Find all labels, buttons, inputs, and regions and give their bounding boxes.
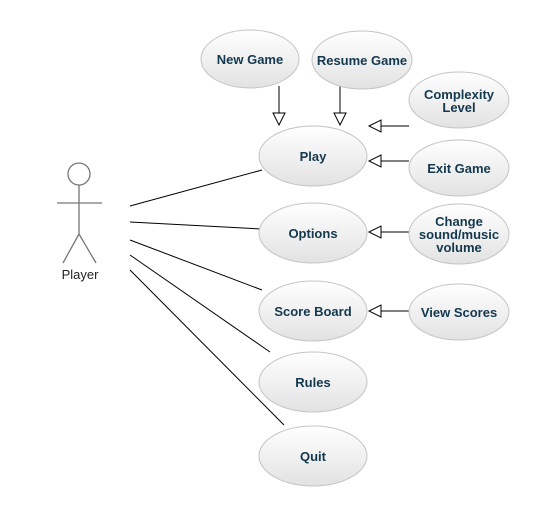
use-case-label: Rules <box>295 375 330 390</box>
association-options <box>129 221 263 230</box>
use-case-label: Exit Game <box>427 161 491 176</box>
association-quit <box>129 269 285 426</box>
use-case-exit-game[interactable]: Exit Game <box>408 139 510 197</box>
generalization-view-scores-to-score-board <box>367 304 409 318</box>
use-case-options[interactable]: Options <box>258 202 368 264</box>
use-case-label: Quit <box>300 449 327 464</box>
generalization-exit-game-to-play <box>367 154 409 168</box>
actor-player[interactable] <box>57 162 102 264</box>
use-case-resume-game[interactable]: Resume Game <box>311 30 413 90</box>
use-case-label: New Game <box>217 52 283 67</box>
use-case-score-board[interactable]: Score Board <box>258 280 368 342</box>
use-case-label: Score Board <box>274 304 351 319</box>
use-case-play[interactable]: Play <box>258 125 368 187</box>
generalization-complexity-to-play <box>367 119 409 133</box>
generalizations <box>272 86 409 318</box>
actor-head-icon <box>67 162 91 186</box>
actor-label: Player <box>62 267 100 282</box>
use-case-new-game[interactable]: New Game <box>200 29 300 89</box>
generalization-new-game-to-play <box>272 86 286 127</box>
generalization-resume-game-to-play <box>333 86 347 127</box>
associations <box>129 169 285 426</box>
use-case-label: Resume Game <box>317 53 407 68</box>
use-case-label: Play <box>300 149 328 164</box>
association-play <box>129 169 263 207</box>
use-case-view-scores[interactable]: View Scores <box>408 283 510 341</box>
use-case-rules[interactable]: Rules <box>258 351 368 413</box>
association-score-board <box>129 239 263 291</box>
use-case-label: View Scores <box>421 305 497 320</box>
use-case-label: Options <box>288 226 337 241</box>
use-case-quit[interactable]: Quit <box>258 425 368 487</box>
generalization-volume-to-options <box>367 225 409 239</box>
association-rules <box>129 254 271 353</box>
